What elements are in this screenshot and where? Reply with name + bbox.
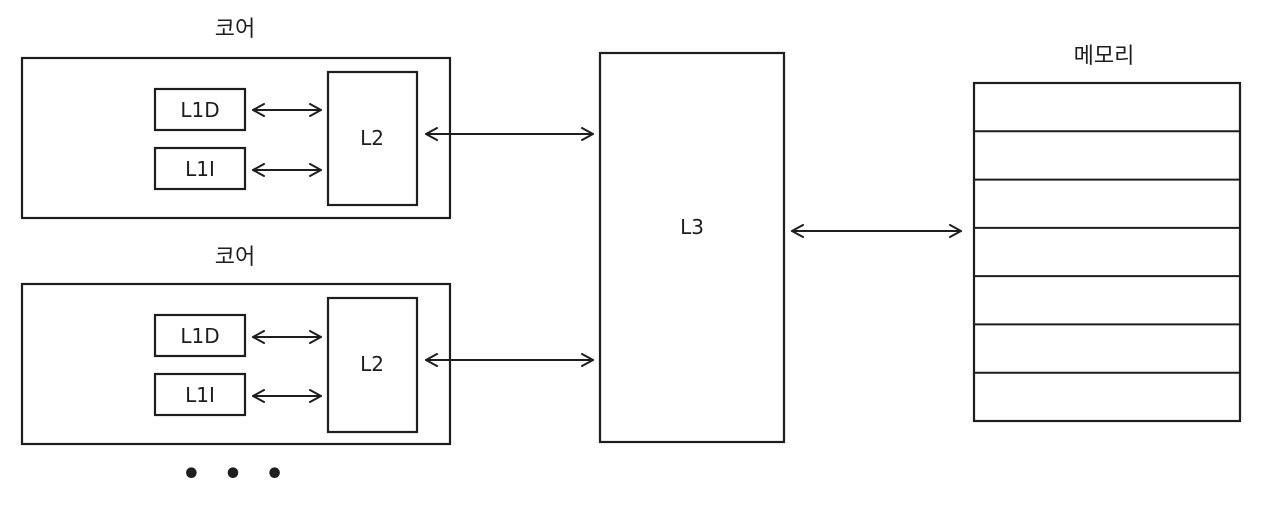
memory-title: 메모리 [1074,44,1135,69]
core-2-title: 코어 [215,245,255,270]
core-1-l2-label: L2 [360,126,384,150]
core-2-l2-box [326,296,419,434]
core-2-l1d-box [153,313,247,358]
memory-row-dividers [974,130,1240,374]
core-1: 코어 L1D L1I L2 [20,17,452,220]
core-1-title: 코어 [215,17,255,42]
core-2-l1i-box [153,372,247,417]
core-1-l1i-box [153,146,247,191]
memory-box [972,81,1242,423]
l3-box [598,51,786,444]
more-cores-ellipsis: • • • [182,457,290,492]
l3-label: L3 [680,215,704,239]
core-2: 코어 L1D L1I L2 [20,245,452,446]
core-2-l1i-label: L1I [185,383,215,407]
core-1-l1i-label: L1I [185,157,215,181]
core-1-l2-box [326,70,419,207]
core-2-l1d-label: L1D [180,324,219,348]
core-2-l2-label: L2 [360,352,384,376]
core-1-l1d-box [153,87,247,132]
core-1-l1d-label: L1D [180,98,219,122]
